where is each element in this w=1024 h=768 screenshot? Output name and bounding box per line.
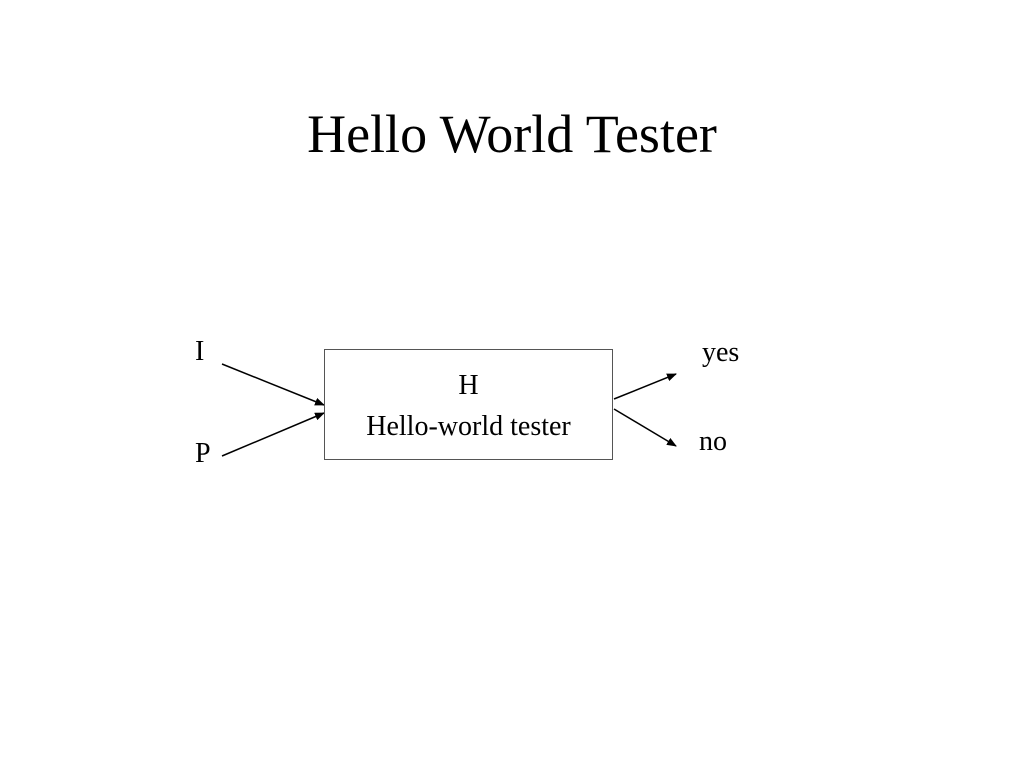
slide-title: Hello World Tester [307,104,717,164]
output-label-yes: yes [702,337,740,368]
tester-box: H Hello-world tester [324,349,613,460]
tester-box-name: H [458,370,479,401]
input-label-p: P [195,438,211,469]
arrow-box-to-yes [613,373,677,400]
arrow-box-to-no [613,408,677,447]
arrow-p-to-box [221,412,325,457]
arrow-i-to-box [221,363,325,406]
tester-box-description: Hello-world tester [366,411,571,442]
output-label-no: no [699,426,727,457]
input-label-i: I [195,336,205,367]
